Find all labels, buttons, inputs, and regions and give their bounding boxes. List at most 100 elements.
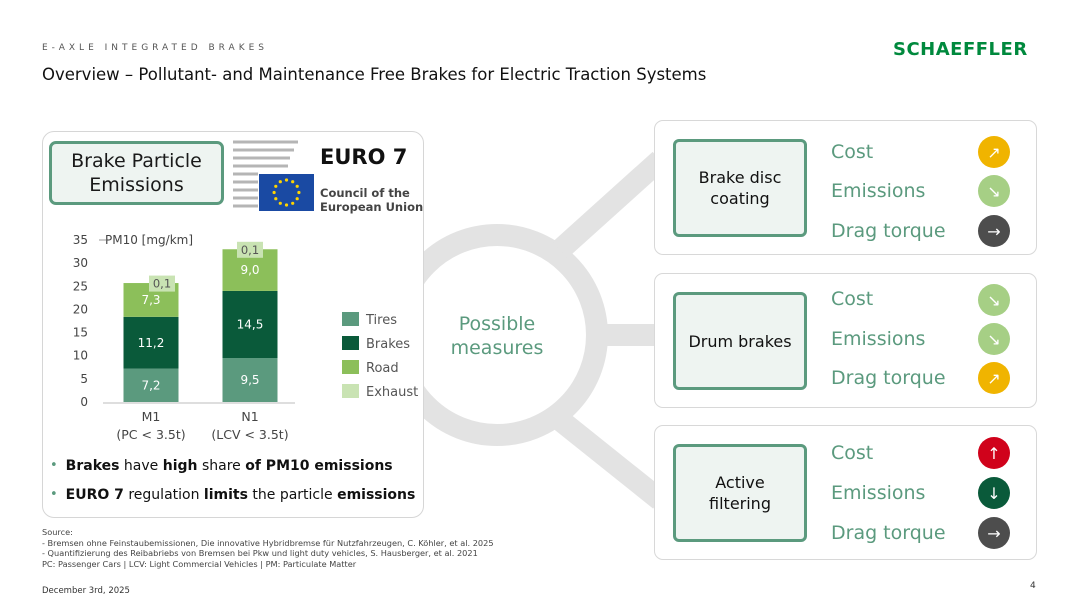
x-tick-label: M1 (142, 409, 161, 424)
y-tick-label: 30 (73, 256, 88, 270)
legend-swatch (342, 336, 359, 350)
y-tick-label: 5 (80, 372, 88, 386)
key-points-list: • Brakes have high share of PM10 emission… (50, 451, 415, 509)
measure-title-line2: coating (710, 189, 770, 208)
y-tick-label: 0 (80, 395, 88, 409)
source-title: Source: (42, 527, 73, 537)
data-label: 0,1 (153, 277, 171, 291)
possible-line2: measures (450, 337, 544, 359)
data-label: 0,1 (241, 243, 259, 257)
section-kicker: E-AXLE INTEGRATED BRAKES (42, 43, 269, 53)
council-line2: European Union (320, 200, 424, 214)
bullet-fragment: have (119, 457, 163, 474)
measure-title-line1: Active (715, 473, 765, 492)
measure-title-line2: filtering (709, 494, 771, 513)
data-label: 7,3 (141, 293, 160, 307)
y-tick-label: 20 (73, 302, 88, 316)
legend-label: Exhaust (366, 385, 418, 400)
legend-swatch (342, 360, 359, 374)
x-tick-label: N1 (241, 409, 258, 424)
possible-measures-label: Possible measures (437, 312, 557, 360)
metric-label: Drag torque (831, 367, 946, 389)
bullet-fragment: regulation (123, 486, 204, 503)
arrow-down-right-icon: ↘ (978, 323, 1010, 355)
y-tick-label: 35 (73, 233, 88, 247)
council-line1: Council of the (320, 186, 410, 200)
bullet-fragment: limits (203, 486, 248, 503)
legend-label: Road (366, 361, 399, 376)
source-item: - Bremsen ohne Feinstaubemissionen, Die … (42, 537, 494, 548)
legend-label: Brakes (366, 337, 410, 352)
euro7-label: EURO 7 (320, 145, 408, 169)
schaeffler-logo: SCHAEFFLER (893, 39, 1028, 60)
metric-label: Cost (831, 288, 874, 310)
data-label: 7,2 (141, 378, 160, 392)
arrow-down-right-icon: ↘ (978, 284, 1010, 316)
bullet-fragment: the particle (247, 486, 338, 503)
y-tick-label: 10 (73, 349, 88, 363)
exhaust-bar-segment (237, 241, 263, 258)
arrow-right-icon: → (978, 517, 1010, 549)
metric-label: Emissions (831, 328, 926, 350)
arrow-right-icon: → (978, 215, 1010, 247)
metric-label: Emissions (831, 482, 926, 504)
data-label: 9,5 (240, 373, 259, 387)
brakes-bar-segment (123, 316, 179, 369)
arrow-up-icon: ↑ (978, 437, 1010, 469)
bullet-fragment: emissions (337, 486, 416, 503)
arrow-up-right-icon: ↗ (978, 136, 1010, 168)
x-tick-sublabel: (LCV < 3.5t) (211, 427, 288, 442)
date: December 3rd, 2025 (42, 586, 130, 596)
measure-title-line1: Drum brakes (688, 331, 792, 351)
metric-label: Drag torque (831, 220, 946, 242)
y-tick-label: 25 (73, 279, 88, 293)
legend-swatch (342, 384, 359, 398)
tires-bar-segment (222, 358, 278, 402)
bullet-icon: • (50, 487, 58, 502)
metric-label: Cost (831, 442, 874, 464)
bullet-icon: • (50, 458, 58, 473)
box-line1: Brake Particle (71, 150, 202, 172)
tires-bar-segment (123, 368, 179, 402)
bullet-fragment: share (197, 457, 246, 474)
page-title: Overview – Pollutant- and Maintenance Fr… (42, 65, 707, 84)
x-tick-sublabel: (PC < 3.5t) (116, 427, 185, 442)
arrow-down-icon: ↓ (978, 477, 1010, 509)
bullet-fragment: EURO 7 (65, 486, 124, 503)
measure-title-box: Active filtering (673, 444, 807, 542)
arrow-down-right-icon: ↘ (978, 175, 1010, 207)
possible-line1: Possible (458, 313, 536, 335)
bullet-text: EURO 7 regulation limits the particle em… (66, 487, 416, 503)
bullet-fragment: of PM10 emissions (245, 457, 393, 474)
bullet-item: • EURO 7 regulation limits the particle e… (50, 480, 415, 509)
metric-label: Cost (831, 141, 874, 163)
brakes-bar-segment (222, 290, 278, 359)
council-label: Council of the European Union (320, 186, 423, 214)
bullet-fragment: high (162, 457, 198, 474)
data-label: 14,5 (237, 317, 264, 331)
bullet-item: • Brakes have high share of PM10 emission… (50, 451, 415, 480)
source-notes: Source: - Bremsen ohne Feinstaubemission… (42, 527, 494, 569)
eu-flag-icon (259, 174, 314, 211)
y-tick-label: 15 (73, 326, 88, 340)
abbreviations: PC: Passenger Cars | LCV: Light Commerci… (42, 558, 357, 569)
measure-title-line1: Brake disc (698, 168, 782, 187)
page-number: 4 (1030, 581, 1036, 591)
measure-title-box: Drum brakes (673, 292, 807, 390)
data-label: 11,2 (138, 336, 165, 350)
metric-label: Drag torque (831, 522, 946, 544)
pm10-stacked-bar-chart: 0 5 10 15 20 25 30 35 PM10 [mg/km] 7,2 11,2 7,3 0,1M… (73, 233, 419, 442)
exhaust-bar-segment (149, 275, 175, 292)
metric-label: Emissions (831, 180, 926, 202)
legend-label: Tires (365, 313, 397, 328)
box-line2: Emissions (89, 174, 184, 196)
council-building-icon (233, 140, 298, 208)
arrow-up-right-icon: ↗ (978, 362, 1010, 394)
legend-swatch (342, 312, 359, 326)
source-item: - Quantifizierung des Reibabriebs von Br… (42, 548, 478, 558)
bullet-text: Brakes have high share of PM10 emissions (66, 458, 393, 474)
bullet-fragment: Brakes (65, 457, 120, 474)
y-axis-label: PM10 [mg/km] (105, 233, 193, 247)
measure-title-box: Brake disc coating (673, 139, 807, 237)
